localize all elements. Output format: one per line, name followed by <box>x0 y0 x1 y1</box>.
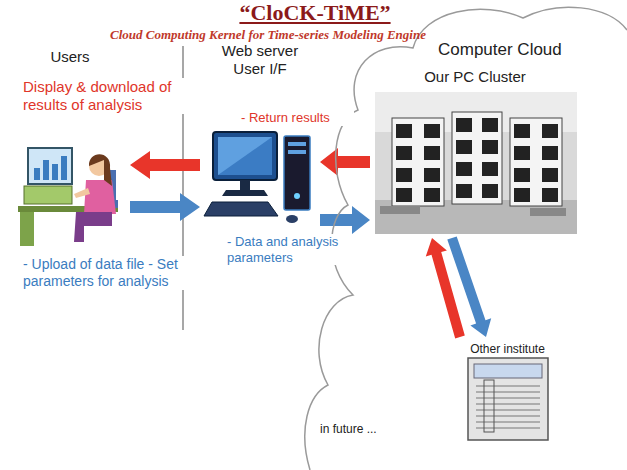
diagram-title: “CloCK-TiME” <box>190 0 440 26</box>
computer-icon <box>204 132 310 223</box>
arrow-label: - Return results <box>240 110 354 126</box>
machine-icon <box>468 358 548 440</box>
node-text: Our PC Cluster <box>375 68 575 86</box>
web-server-box: Web server User I/F <box>200 42 320 230</box>
arrow-label: Display & download of results of analysi… <box>22 78 204 114</box>
pc-cluster-box: Our PC Cluster <box>370 68 580 238</box>
arrow-label: - Upload of data file - Set parameters f… <box>22 256 202 290</box>
node-text: Computer Cloud <box>438 40 608 60</box>
user-icon <box>18 148 118 246</box>
node-text: Users <box>15 48 125 66</box>
block-arrow <box>130 151 200 179</box>
block-arrow <box>130 193 200 221</box>
block-arrow <box>320 206 370 234</box>
node-text: Other institute <box>452 342 563 356</box>
node-text: Web server User I/F <box>210 42 310 78</box>
subtitle: Cloud Computing Kernel for Time-series M… <box>8 27 528 43</box>
institute-box: Other institute <box>450 337 565 445</box>
block-arrow <box>447 236 491 337</box>
block-arrow <box>320 148 370 176</box>
note-text: in future ... <box>320 422 400 436</box>
pc-cluster-photo <box>375 92 577 234</box>
arrow-label: - Data and analysis parameters <box>226 234 378 265</box>
